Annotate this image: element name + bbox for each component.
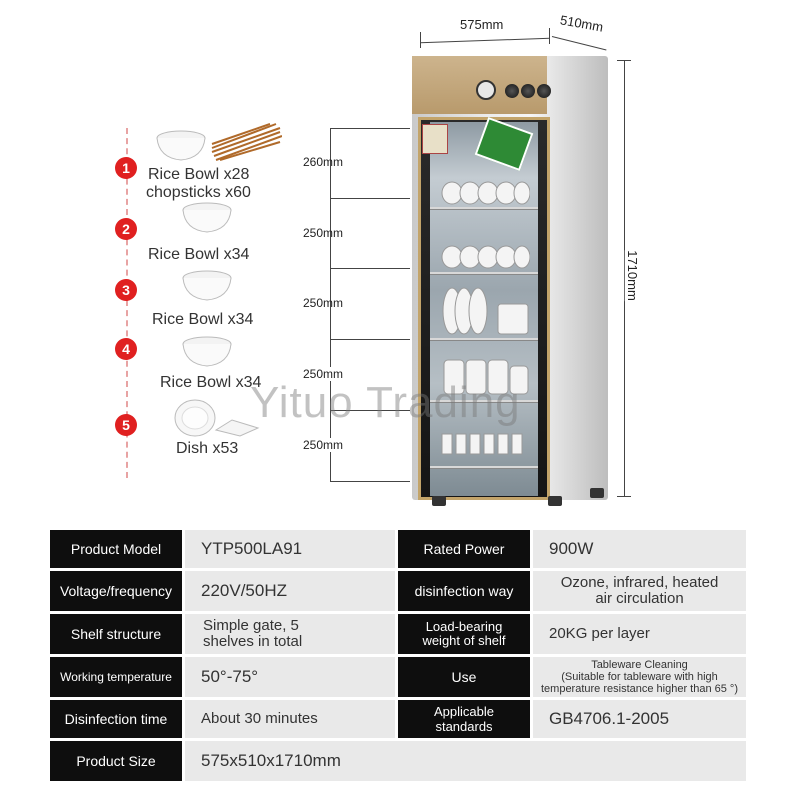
item-number-badge: 2 bbox=[115, 218, 137, 240]
spec-label: Applicable standards bbox=[398, 700, 530, 738]
spec-value: 900W bbox=[533, 530, 746, 568]
chopsticks-image bbox=[211, 123, 282, 161]
item-label: Dish x53 bbox=[176, 440, 239, 457]
shelf-marker-line bbox=[330, 128, 410, 129]
spec-value: Simple gate, 5 shelves in total bbox=[185, 614, 395, 654]
shelf-height-label: 250mm bbox=[303, 438, 344, 452]
spec-value: About 30 minutes bbox=[185, 700, 395, 738]
dashed-guide-line bbox=[126, 128, 128, 478]
shelf-rack bbox=[430, 338, 538, 341]
spec-value-line: Ozone, infrared, heated bbox=[560, 574, 719, 591]
spec-value: 220V/50HZ bbox=[185, 571, 395, 611]
button-icon bbox=[537, 84, 551, 98]
spec-value-line: shelves in total bbox=[203, 633, 303, 650]
spec-value: YTP500LA91 bbox=[185, 530, 395, 568]
height-label: 1710mm bbox=[624, 250, 640, 301]
shelf-rack bbox=[430, 466, 538, 469]
bowl-stack-image bbox=[443, 359, 529, 395]
height-dimension-line bbox=[624, 60, 625, 496]
shelf-rack bbox=[430, 207, 538, 210]
spec-label: Voltage/frequency bbox=[50, 571, 182, 611]
plate-stack-image bbox=[442, 287, 529, 335]
shelf-marker-line bbox=[330, 481, 410, 482]
item-label: chopsticks x60 bbox=[146, 184, 251, 201]
spec-label: Disinfection time bbox=[50, 700, 182, 738]
width-tick bbox=[420, 32, 421, 48]
height-tick bbox=[617, 496, 631, 497]
button-icon bbox=[505, 84, 519, 98]
item-number-badge: 3 bbox=[115, 279, 137, 301]
button-icon bbox=[521, 84, 535, 98]
spec-value-line: Simple gate, 5 bbox=[203, 617, 299, 634]
rice-bowl-image bbox=[182, 270, 232, 301]
depth-dimension-line bbox=[551, 36, 607, 51]
shelf-height-label: 250mm bbox=[303, 296, 344, 310]
spec-value: 50°-75° bbox=[185, 657, 395, 697]
bowl-stack-image bbox=[441, 245, 530, 269]
spec-label: Load-bearing weight of shelf bbox=[398, 614, 530, 654]
width-tick bbox=[549, 28, 550, 44]
shelf-height-label: 260mm bbox=[303, 155, 344, 169]
spec-label-line: standards bbox=[435, 719, 493, 734]
cup-row-image bbox=[441, 433, 523, 455]
shelf-marker-line bbox=[330, 198, 410, 199]
rice-bowl-image bbox=[182, 336, 232, 367]
spec-label-line: Load-bearing bbox=[425, 619, 503, 634]
spec-value-line: air circulation bbox=[595, 590, 684, 607]
height-tick bbox=[617, 60, 631, 61]
dish-image bbox=[174, 399, 260, 437]
rice-bowl-image bbox=[182, 202, 232, 233]
cabinet-foot bbox=[590, 488, 604, 498]
spec-label: Product Size bbox=[50, 741, 182, 781]
spec-value: 575x510x1710mm bbox=[185, 741, 746, 781]
power-knob-icon bbox=[476, 80, 496, 100]
width-label: 575mm bbox=[460, 17, 504, 32]
shelf-marker-line bbox=[330, 410, 410, 411]
watermark-text: Yituo Trading bbox=[250, 378, 521, 427]
item-number-badge: 5 bbox=[115, 414, 137, 436]
item-label: Rice Bowl x34 bbox=[152, 311, 254, 328]
spec-value: 20KG per layer bbox=[533, 614, 746, 654]
spec-label: Product Model bbox=[50, 530, 182, 568]
spec-value: Ozone, infrared, heated air circulation bbox=[533, 571, 746, 611]
spec-label: Shelf structure bbox=[50, 614, 182, 654]
spec-value-line: (Suitable for tableware with high bbox=[561, 671, 718, 683]
rice-bowl-image bbox=[156, 130, 206, 161]
item-label: Rice Bowl x34 bbox=[160, 374, 262, 391]
spec-value: Tableware Cleaning (Suitable for tablewa… bbox=[533, 657, 746, 697]
spec-label-line: Applicable bbox=[434, 704, 494, 719]
width-dimension-line bbox=[420, 37, 550, 44]
item-label: Rice Bowl x28 bbox=[148, 166, 250, 183]
shelf-height-label: 250mm bbox=[303, 367, 344, 381]
certification-tag bbox=[422, 124, 448, 154]
shelf-rack bbox=[430, 272, 538, 275]
spec-label: Working temperature bbox=[50, 657, 182, 697]
shelf-height-label: 250mm bbox=[303, 226, 344, 240]
spec-label: Rated Power bbox=[398, 530, 530, 568]
spec-value-line: temperature resistance higher than 65 °) bbox=[540, 683, 738, 695]
spec-value-line: Tableware Cleaning bbox=[591, 659, 688, 671]
item-number-badge: 1 bbox=[115, 157, 137, 179]
bowl-stack-image bbox=[441, 181, 530, 205]
cabinet-foot bbox=[432, 496, 446, 506]
spec-value: GB4706.1-2005 bbox=[533, 700, 746, 738]
depth-label: 510mm bbox=[559, 12, 605, 35]
shelf-dimension-line bbox=[330, 128, 331, 482]
item-number-badge: 4 bbox=[115, 338, 137, 360]
cabinet-foot bbox=[548, 496, 562, 506]
spec-label: disinfection way bbox=[398, 571, 530, 611]
spec-label-line: weight of shelf bbox=[422, 633, 506, 648]
spec-label: Use bbox=[398, 657, 530, 697]
shelf-marker-line bbox=[330, 339, 410, 340]
shelf-marker-line bbox=[330, 268, 410, 269]
shelf-rack bbox=[430, 400, 538, 403]
item-label: Rice Bowl x34 bbox=[148, 246, 250, 263]
